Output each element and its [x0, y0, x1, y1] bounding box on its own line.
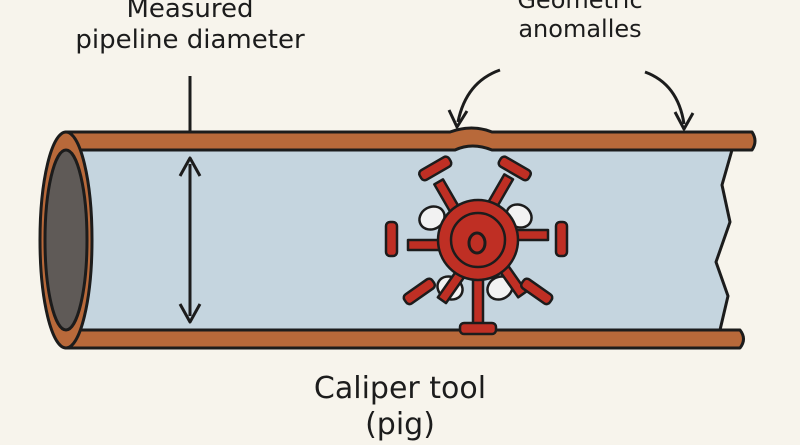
- anomalies-label-line1: Geometric: [517, 0, 643, 14]
- diameter-label-line1: Measured: [126, 0, 254, 24]
- tool-label-line1: Caliper tool: [313, 371, 487, 406]
- anomaly-arrow-left: [447, 68, 501, 129]
- pipe-end-opening: [43, 148, 89, 332]
- caliper-pig-icon: [384, 155, 569, 336]
- tool-label-line2: (pig): [365, 407, 435, 442]
- tool-label: Caliper tool (pig): [300, 371, 500, 443]
- anomalies-label: Geometric anomalles: [470, 0, 690, 44]
- tool-hub-ring: [449, 211, 507, 269]
- tool-pads: [384, 155, 569, 336]
- anomalies-label-line2: anomalles: [518, 14, 642, 43]
- pipe-top-wall: [64, 126, 757, 152]
- diameter-label-line2: pipeline diameter: [75, 25, 305, 56]
- pipe-cut-edge: [714, 149, 734, 331]
- pipe-interior: [68, 146, 732, 330]
- pipe-bottom-wall: [64, 328, 745, 350]
- tool-hub-center: [467, 231, 487, 255]
- anomaly-arrow-right: [644, 70, 695, 131]
- diameter-arrow: [178, 156, 202, 324]
- diameter-label: Measured pipeline diameter: [40, 0, 340, 56]
